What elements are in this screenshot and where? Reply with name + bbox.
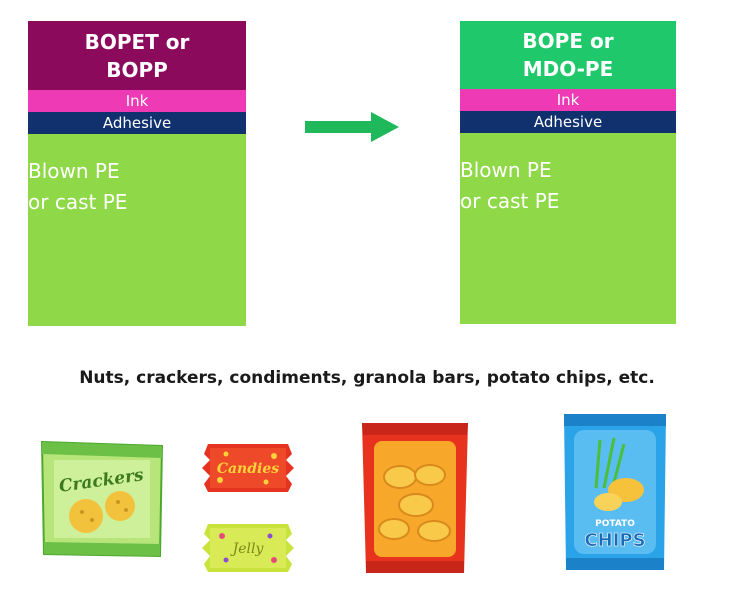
right-ink-layer: Ink	[460, 89, 676, 111]
potato-chips-bag-icon: POTATO CHIPS	[564, 414, 666, 570]
right-base-layer: Blown PE or cast PE	[460, 133, 676, 324]
crackers-bag-icon: Crackers	[40, 440, 164, 558]
right-film-stack: BOPE or MDO-PE Ink Adhesive Blown PE or …	[460, 21, 676, 324]
left-film-stack: BOPET or BOPP Ink Adhesive Blown PE or c…	[28, 21, 246, 326]
right-top-layer-line2: MDO-PE	[522, 57, 614, 81]
right-base-line1: Blown PE	[460, 158, 552, 182]
right-base-line2: or cast PE	[460, 189, 560, 213]
candies-wrapper-icon: Candies	[200, 444, 294, 492]
chips-label-small: POTATO	[595, 519, 635, 529]
candies-label: Candies	[217, 461, 279, 477]
chips-label-big: CHIPS	[584, 530, 645, 551]
left-adhesive-layer: Adhesive	[28, 112, 246, 134]
jelly-wrapper-icon: Jelly	[200, 524, 294, 572]
chip-bag-icon	[362, 423, 468, 573]
right-top-layer-line1: BOPE or	[522, 29, 614, 53]
left-base-layer: Blown PE or cast PE	[28, 134, 246, 326]
left-base-line1: Blown PE	[28, 159, 120, 183]
left-top-layer-line1: BOPET or	[84, 29, 190, 54]
right-top-layer: BOPE or MDO-PE	[460, 21, 676, 89]
jelly-label: Jelly	[230, 541, 265, 557]
left-ink-layer: Ink	[28, 90, 246, 112]
applications-caption: Nuts, crackers, condiments, granola bars…	[79, 368, 655, 388]
left-base-line2: or cast PE	[28, 190, 128, 214]
arrow-right-icon	[305, 112, 399, 142]
left-top-layer: BOPET or BOPP	[28, 21, 246, 90]
left-top-layer-line2: BOPP	[106, 57, 168, 82]
right-adhesive-layer: Adhesive	[460, 111, 676, 133]
